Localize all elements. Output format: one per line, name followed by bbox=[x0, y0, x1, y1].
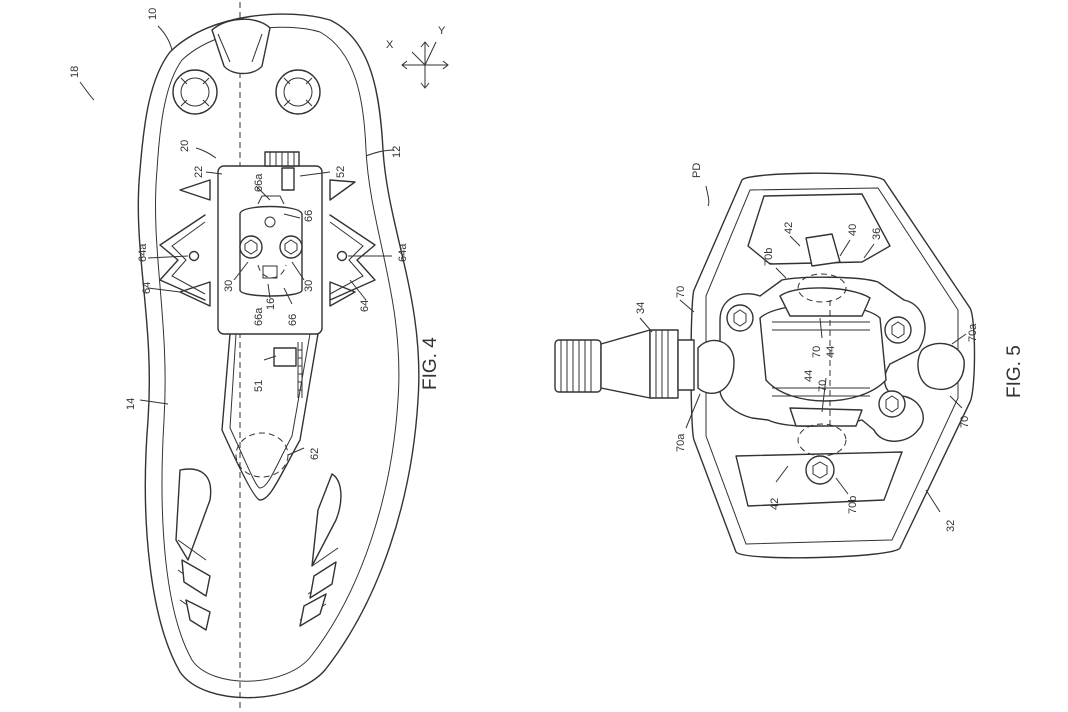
ref-66-top: 66 bbox=[303, 210, 315, 222]
ref-22: 22 bbox=[193, 166, 205, 178]
pedal-side-pad-right bbox=[917, 342, 965, 391]
pedal-bolt-top-right bbox=[884, 316, 912, 344]
ref-70b-bottom: 70b bbox=[847, 496, 859, 514]
ref-30-left: 30 bbox=[223, 280, 235, 292]
ref-70-left: 70 bbox=[675, 286, 687, 298]
ref-64a-right: 64a bbox=[397, 243, 409, 262]
fig4-shoe-sole-drawing bbox=[137, 2, 420, 708]
axis-y-label: Y bbox=[438, 25, 446, 37]
fig5-pedal-drawing bbox=[554, 172, 976, 559]
ref-52: 52 bbox=[335, 166, 347, 178]
ref-16: 16 bbox=[265, 298, 277, 310]
ref-44-center-1: 44 bbox=[825, 346, 837, 358]
fig4-axis-compass: X Y bbox=[386, 25, 449, 89]
ref-10: 10 bbox=[147, 8, 159, 20]
left-wing-plate bbox=[159, 214, 206, 301]
ref-20: 20 bbox=[179, 140, 191, 152]
ref-pd: PD bbox=[691, 163, 703, 178]
axis-x-label: X bbox=[386, 39, 394, 51]
cleat-bolt-left bbox=[239, 235, 263, 259]
fig5-reference-numerals: PD 42 40 36 70b 34 70 70 44 44 70 70a 70… bbox=[635, 163, 979, 532]
ref-66a-bottom: 66a bbox=[253, 307, 265, 326]
ref-14: 14 bbox=[125, 398, 137, 410]
ref-70-center-1: 70 bbox=[811, 346, 823, 358]
fig5-caption: FIG. 5 bbox=[1004, 345, 1025, 398]
sole-inner-outline bbox=[155, 26, 400, 682]
pedal-bolt-top-left bbox=[726, 304, 754, 332]
sole-outer-outline bbox=[137, 13, 420, 699]
pedal-spindle bbox=[554, 329, 695, 399]
ref-70-right: 70 bbox=[959, 416, 971, 428]
ref-70a-right: 70a bbox=[967, 323, 979, 342]
shank-channel bbox=[221, 333, 319, 501]
pedal-bottom-hex bbox=[805, 455, 835, 485]
right-wing-plate bbox=[329, 214, 376, 301]
ref-70-center-2: 70 bbox=[817, 380, 829, 392]
ref-66a-top: 66a bbox=[253, 173, 265, 192]
ref-64-right: 64 bbox=[359, 300, 371, 312]
fig4-caption: FIG. 4 bbox=[420, 337, 441, 390]
ref-42-top: 42 bbox=[783, 222, 795, 234]
ref-44-center-2: 44 bbox=[803, 370, 815, 382]
pedal-bolt-bottom-right bbox=[878, 390, 906, 418]
heel-recess-62 bbox=[235, 432, 289, 478]
ref-30-right: 30 bbox=[303, 280, 315, 292]
ref-64a-left: 64a bbox=[137, 243, 149, 262]
fig5-leader-lines bbox=[639, 185, 967, 513]
ref-42-bottom: 42 bbox=[769, 498, 781, 510]
fig4-reference-numerals: 10 18 12 20 22 52 66a 66 64a 64a 64 64 3… bbox=[69, 8, 409, 460]
ref-40: 40 bbox=[847, 224, 859, 236]
ref-32: 32 bbox=[945, 520, 957, 532]
ref-70a-left: 70a bbox=[675, 433, 687, 452]
ref-36: 36 bbox=[871, 228, 883, 240]
ref-66-bottom: 66 bbox=[287, 314, 299, 326]
cleat-bolt-right bbox=[279, 235, 303, 259]
fig4-leader-lines bbox=[79, 25, 395, 456]
front-stud-right bbox=[275, 69, 321, 115]
ref-64-left: 64 bbox=[141, 282, 153, 294]
cleat-body bbox=[239, 205, 303, 297]
ref-18: 18 bbox=[69, 66, 81, 78]
pedal-side-pad-left bbox=[697, 339, 735, 394]
ref-62: 62 bbox=[309, 448, 321, 460]
ref-70b-top: 70b bbox=[763, 248, 775, 266]
ref-51: 51 bbox=[253, 380, 265, 392]
ref-34: 34 bbox=[635, 302, 647, 314]
ref-12: 12 bbox=[391, 146, 403, 158]
toe-vent bbox=[211, 18, 271, 75]
front-stud-left bbox=[172, 69, 218, 115]
pedal-outer-body bbox=[690, 172, 976, 559]
